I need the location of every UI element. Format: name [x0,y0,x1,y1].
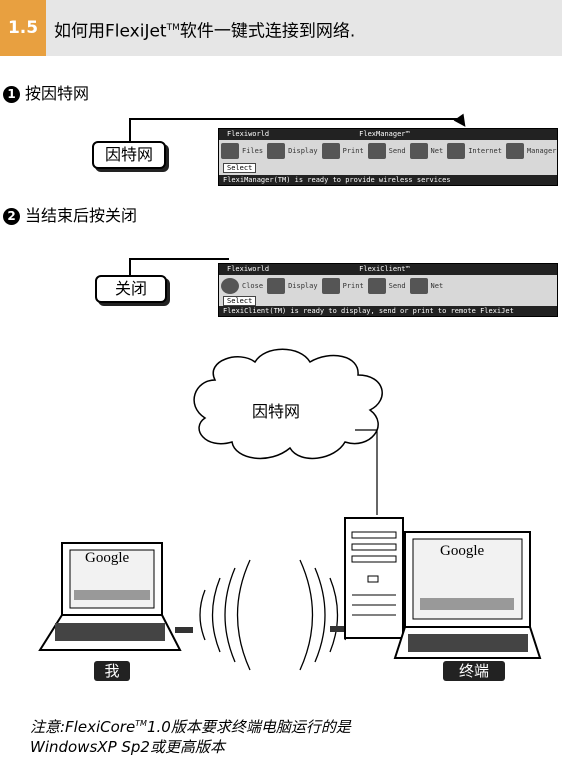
terminal-label: 终端 [443,661,505,681]
computer-tower-icon [330,517,404,639]
net-icon [409,278,428,294]
note-line-2: WindowsXP Sp2或更高版本 [30,738,225,756]
print-button[interactable]: Print [321,278,364,294]
close-icon [221,278,239,294]
toolbar-button-row: Files Display Print Send Net Internet Ma… [219,141,557,161]
callout-connector [129,118,131,142]
globe-icon [447,143,466,159]
select-field[interactable]: Select [223,296,257,306]
internet-label: 因特网 [252,402,301,421]
laptop-google-logo: Google [85,550,130,566]
net-icon [409,143,428,159]
files-button[interactable]: Files [221,143,263,159]
network-diagram [38,348,542,671]
internet-callout: 因特网 [92,141,166,169]
laptop-icon [38,542,193,651]
print-icon [321,143,340,159]
toolbar-field-row: Select [219,296,557,306]
section-header [0,0,562,56]
step-number-badge: 2 [3,208,20,225]
callout-connector [129,258,229,260]
section-number: 1.5 [0,0,46,56]
toolbar-button-row: Close Display Print Send Net [219,276,557,296]
net-button[interactable]: Net [409,143,443,159]
step-number-badge: 1 [3,86,20,103]
internet-button[interactable]: Internet [447,143,502,159]
section-title: 如何用FlexiJetTM软件一键式连接到网络. [54,21,356,42]
display-button[interactable]: Display [267,278,318,294]
close-button[interactable]: Close [221,278,263,294]
network-link [355,429,378,515]
status-bar: FlexiClient(TM) is ready to display, sen… [219,306,557,316]
send-icon [367,143,386,159]
display-icon [267,278,286,294]
send-button[interactable]: Send [367,278,406,294]
send-icon [367,278,386,294]
status-bar: FlexiManager(TM) is ready to provide wir… [219,175,557,185]
manager-icon [505,143,524,159]
callout-connector [129,258,131,276]
close-callout: 关闭 [95,275,167,303]
me-label: 我 [94,661,130,681]
internet-cloud-icon [193,348,383,460]
monitor-icon [393,531,542,659]
note-line-1: 注意:FlexiCoreTM1.0版本要求终端电脑运行的是 [30,718,351,736]
select-field[interactable]: Select [223,163,257,173]
send-button[interactable]: Send [367,143,406,159]
print-icon [321,278,340,294]
monitor-google-logo: Google [440,543,485,559]
display-icon [267,143,286,159]
toolbar-field-row: Select [219,163,557,173]
wireless-waves-icon [199,559,351,671]
callout-connector [129,118,459,120]
net-button[interactable]: Net [409,278,443,294]
manager-button[interactable]: Manager [505,143,556,159]
display-button[interactable]: Display [267,143,318,159]
files-icon [221,143,239,159]
print-button[interactable]: Print [321,143,364,159]
